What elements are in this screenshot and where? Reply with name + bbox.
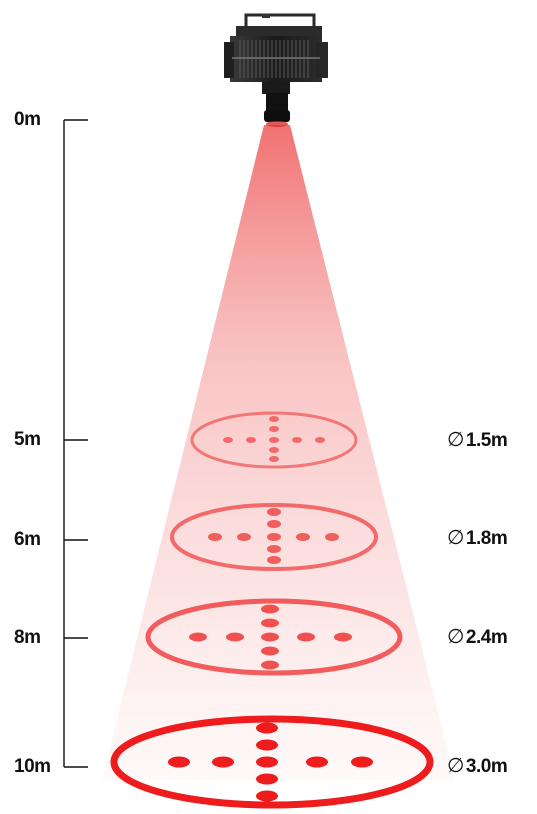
diameter-symbol: ∅ <box>447 755 464 777</box>
light-fixture <box>224 13 328 127</box>
distance-label-0m: 0m <box>14 109 41 130</box>
diameter-label-10m: ∅3.0m <box>447 755 508 777</box>
spot-pattern-6m <box>170 503 378 571</box>
diameter-symbol: ∅ <box>447 527 464 549</box>
distance-label-6m: 6m <box>14 529 41 550</box>
diameter-label-6m: ∅1.8m <box>447 527 508 549</box>
diameter-label-5m: ∅1.5m <box>447 429 508 451</box>
diameter-value: 3.0m <box>465 756 508 777</box>
spot-pattern-8m <box>145 598 403 676</box>
diameter-value: 1.8m <box>465 528 508 549</box>
diameter-symbol: ∅ <box>447 626 464 648</box>
diameter-value: 2.4m <box>465 627 508 648</box>
spot-pattern-10m <box>110 715 434 809</box>
distance-label-8m: 8m <box>14 627 41 648</box>
diameter-value: 1.5m <box>465 430 508 451</box>
diameter-symbol: ∅ <box>447 429 464 451</box>
distance-label-10m: 10m <box>14 756 51 777</box>
distance-label-5m: 5m <box>14 429 41 450</box>
light-beam <box>102 125 455 780</box>
distance-scale <box>63 119 88 768</box>
spot-pattern-5m <box>190 411 358 469</box>
diameter-label-8m: ∅2.4m <box>447 626 508 648</box>
